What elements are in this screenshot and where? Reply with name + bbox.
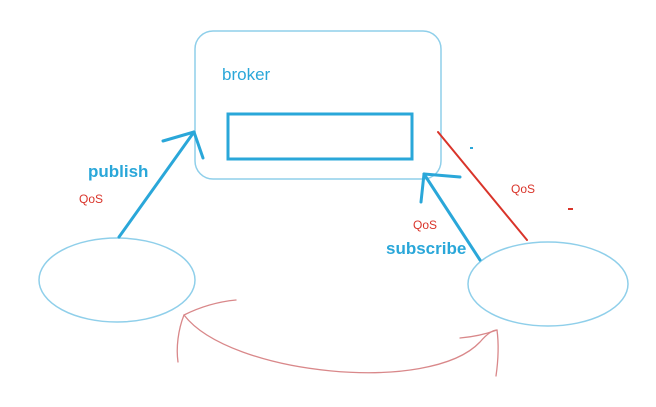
blue-dot-mark [470, 147, 473, 149]
qos-subscribe-label: QoS [413, 218, 438, 232]
publish-label: publish [88, 162, 149, 181]
broker-queue-box [226, 112, 414, 161]
client-to-client-arc [176, 299, 499, 377]
qos-publish-label: QoS [79, 192, 104, 206]
broker-box [194, 30, 442, 180]
subscribe-label: subscribe [386, 239, 467, 258]
publisher-client [38, 237, 196, 323]
qos-ack-line [437, 131, 528, 241]
broker-label: broker [222, 65, 271, 84]
red-dash-mark [568, 208, 573, 210]
subscriber-client [467, 241, 629, 327]
publish-arrow [117, 130, 205, 239]
qos-ack-label: QoS [511, 182, 536, 196]
subscribe-arrow [419, 172, 482, 262]
